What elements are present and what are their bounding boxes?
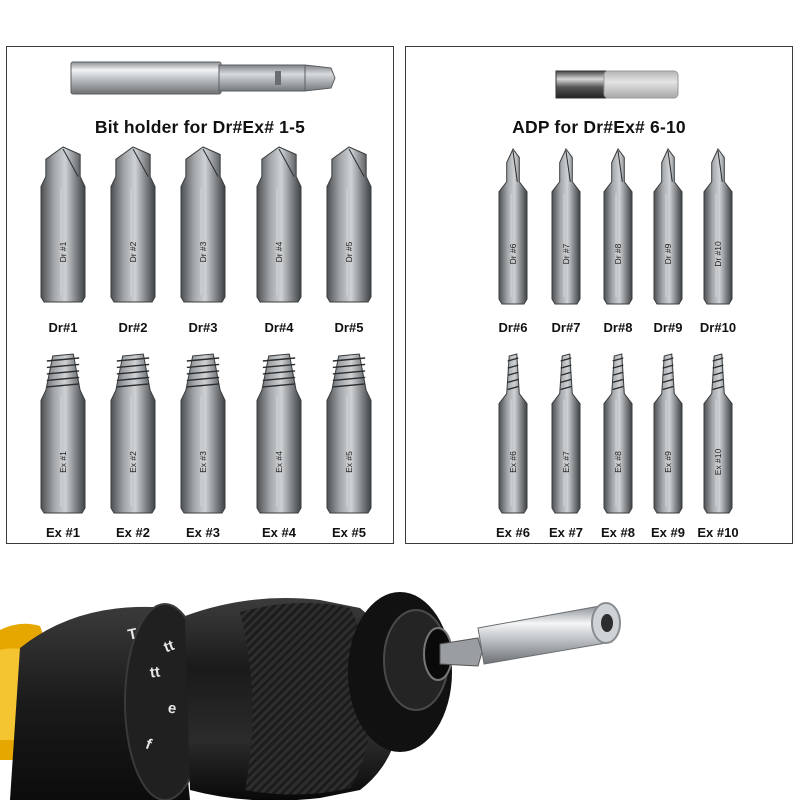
extractor-bit-Ex8-marking: Ex #8 — [613, 451, 623, 474]
extractor-bit-Ex10-marking: Ex #10 — [713, 448, 723, 476]
extractor-bit-Ex8-image — [603, 353, 633, 514]
drill-bit-Dr4-image — [256, 146, 302, 303]
drill-bit-Dr7-image — [551, 148, 581, 305]
extractor-bit-Ex6-image — [498, 353, 528, 514]
extractor-bit-Ex2-image — [110, 353, 156, 514]
drill-bit-Dr4-marking: Dr #4 — [274, 242, 284, 263]
drill-bit-Dr9-image — [653, 148, 683, 305]
extractor-bit-Ex6-marking: Ex #6 — [508, 451, 518, 474]
extractor-bit-label: Ex #5 — [332, 525, 366, 540]
drill-bit-Dr2-marking: Dr #2 — [128, 242, 138, 263]
drill-bit-Dr6-image — [498, 148, 528, 305]
extractor-bit-Ex1-image — [40, 353, 86, 514]
adapter-image — [555, 70, 679, 99]
extractor-bit-label: Ex #10 — [697, 525, 739, 540]
drill-bit-Dr2-image — [110, 146, 156, 303]
extractor-bit-Ex5-image — [326, 353, 372, 514]
extractor-bit-Ex4-image — [256, 353, 302, 514]
extractor-bit-Ex3-marking: Ex #3 — [198, 451, 208, 474]
drill-bit-label: Dr#8 — [603, 320, 633, 335]
drill-bit-Dr8-marking: Dr #8 — [613, 244, 623, 265]
drill-bit-Dr3-image — [180, 146, 226, 303]
extractor-bit-Ex9-marking: Ex #9 — [663, 451, 673, 474]
drill-bit-label: Dr#6 — [498, 320, 528, 335]
extractor-bit-label: Ex #8 — [601, 525, 635, 540]
drill-bit-label: Dr#10 — [699, 320, 737, 335]
extractor-bit-Ex9-image — [653, 353, 683, 514]
drill-bit-Dr9-marking: Dr #9 — [663, 244, 673, 265]
drill-bit-label: Dr#4 — [264, 320, 294, 335]
drill-bit-label: Dr#2 — [118, 320, 148, 335]
extractor-bit-Ex4-marking: Ex #4 — [274, 451, 284, 474]
left-panel-title: Bit holder for Dr#Ex# 1-5 — [94, 117, 306, 137]
extractor-bit-label: Ex #7 — [549, 525, 583, 540]
drill-bit-Dr3-marking: Dr #3 — [198, 242, 208, 263]
drill-bit-Dr8-image — [603, 148, 633, 305]
drill-bit-Dr1-marking: Dr #1 — [58, 242, 68, 263]
extractor-bit-label: Ex #4 — [262, 525, 296, 540]
chuck-marking: tt — [148, 663, 162, 682]
left-panel: Bit holder for Dr#Ex# 1-5 Dr #1 Dr#1 Dr #2… — [6, 46, 394, 544]
extractor-bit-label: Ex #2 — [116, 525, 150, 540]
drill-bit-label: Dr#3 — [188, 320, 218, 335]
extractor-bit-Ex10-image — [703, 353, 733, 514]
extractor-bit-label: Ex #9 — [651, 525, 685, 540]
drill-bit-Dr6-marking: Dr #6 — [508, 244, 518, 265]
extractor-bit-Ex2-marking: Ex #2 — [128, 451, 138, 474]
extractor-bit-Ex7-image — [551, 353, 581, 514]
extractor-bit-label: Ex #6 — [496, 525, 530, 540]
right-panel-title: ADP for Dr#Ex# 6-10 — [512, 117, 686, 137]
drill-bit-Dr1-image — [40, 146, 86, 303]
right-panel: ADP for Dr#Ex# 6-10 Dr #6 Dr#6 Dr #7 Dr#7 Dr… — [405, 46, 793, 544]
drill-with-bit-holder-photo: T tt tt e f — [0, 560, 800, 801]
drill-bit-label: Dr#9 — [653, 320, 683, 335]
drill-bit-Dr5-marking: Dr #5 — [344, 242, 354, 263]
bit-holder-image — [70, 61, 336, 95]
drill-bit-Dr10-marking: Dr #10 — [713, 241, 723, 268]
drill-illustration — [0, 592, 621, 801]
drill-bit-label: Dr#7 — [551, 320, 581, 335]
extractor-bit-Ex7-marking: Ex #7 — [561, 451, 571, 474]
drill-bit-Dr10-image — [703, 148, 733, 305]
drill-bit-Dr5-image — [326, 146, 372, 303]
drill-bit-Dr7-marking: Dr #7 — [561, 244, 571, 265]
extractor-bit-Ex5-marking: Ex #5 — [344, 451, 354, 474]
drill-bit-label: Dr#1 — [48, 320, 78, 335]
extractor-bit-label: Ex #1 — [46, 525, 80, 540]
extractor-bit-Ex3-image — [180, 353, 226, 514]
extractor-bit-label: Ex #3 — [186, 525, 220, 540]
drill-bit-label: Dr#5 — [334, 320, 364, 335]
extractor-bit-Ex1-marking: Ex #1 — [58, 451, 68, 474]
